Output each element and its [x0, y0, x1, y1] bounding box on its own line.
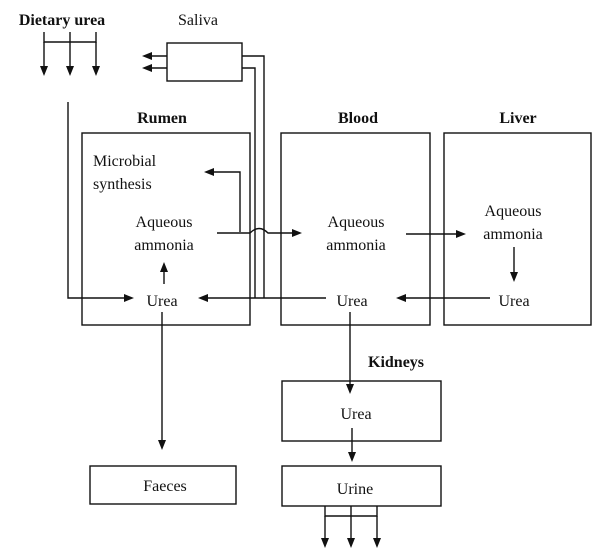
kidney-to-urine-arrowhead	[348, 452, 356, 462]
urine-label: Urine	[337, 481, 373, 498]
kidneys-label: Kidneys	[368, 354, 424, 371]
rumen-box	[81, 132, 251, 326]
rumen-title: Rumen	[137, 110, 187, 127]
dietary-to-rumen-urea-arrowhead	[124, 294, 134, 302]
blood-to-saliva-line-2	[242, 67, 256, 298]
liver-aqueous-ammonia-line2: ammonia	[483, 226, 543, 243]
kidney-box	[281, 380, 442, 442]
urine-box	[281, 465, 442, 507]
blood-to-rumen-urea-arrowhead	[198, 294, 208, 302]
saliva-out-arrowhead-2	[142, 64, 152, 72]
saliva-out-arrowhead-1	[142, 52, 152, 60]
faeces-label: Faeces	[143, 478, 187, 495]
urine-output-arrows	[321, 506, 381, 548]
kidney-urea-label: Urea	[340, 406, 371, 423]
blood-urea-label: Urea	[336, 293, 367, 310]
liver-urea-label: Urea	[498, 293, 529, 310]
blood-box	[280, 132, 431, 326]
microbial-synthesis-label-line1: Microbial	[93, 153, 157, 170]
rumen-to-blood-ammonia-arrowhead	[292, 229, 302, 237]
blood-aqueous-ammonia-line1: Aqueous	[328, 214, 385, 231]
rumen-urea-to-ammonia-arrowhead	[160, 262, 168, 272]
saliva-label: Saliva	[178, 12, 218, 29]
saliva-box	[166, 42, 243, 82]
liver-aqueous-ammonia-line1: Aqueous	[485, 203, 542, 220]
rumen-aqueous-ammonia-line2: ammonia	[134, 237, 194, 254]
ammonia-to-microbial-line	[212, 171, 241, 232]
microbial-synthesis-label-line2: synthesis	[93, 176, 152, 193]
liver-title: Liver	[499, 110, 536, 127]
dietary-to-rumen-urea-line	[67, 102, 126, 299]
rumen-to-blood-ammonia-line	[217, 227, 294, 234]
rumen-aqueous-ammonia-line1: Aqueous	[136, 214, 193, 231]
blood-title: Blood	[338, 110, 378, 127]
dietary-urea-arrows	[40, 32, 100, 76]
liver-box	[443, 132, 592, 326]
rumen-urea-label: Urea	[146, 293, 177, 310]
liver-to-blood-urea-arrowhead	[396, 294, 406, 302]
faeces-box	[89, 465, 237, 505]
blood-aqueous-ammonia-line2: ammonia	[326, 237, 386, 254]
dietary-urea-label: Dietary urea	[19, 12, 105, 29]
ammonia-to-microbial-arrowhead	[204, 168, 214, 176]
blood-to-saliva-line-1	[242, 55, 265, 298]
liver-ammonia-to-urea-arrowhead	[510, 272, 518, 282]
blood-to-kidney-arrowhead	[346, 384, 354, 394]
blood-to-liver-ammonia-arrowhead	[456, 230, 466, 238]
rumen-to-faeces-arrowhead	[158, 440, 166, 450]
